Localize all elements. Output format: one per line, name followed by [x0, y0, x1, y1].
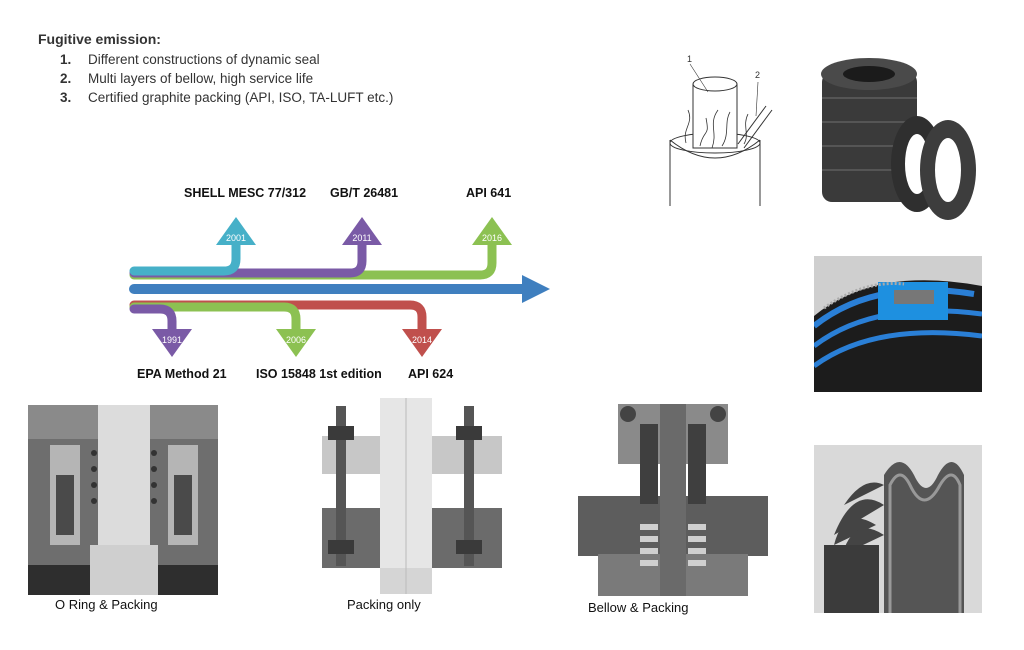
section-heading: Fugitive emission: [38, 31, 161, 47]
graphite-packing-rings-image [821, 58, 976, 220]
caption-oring-packing: O Ring & Packing [55, 597, 158, 612]
arrow-up-2011 [342, 217, 382, 245]
branch-2016 [129, 236, 497, 280]
diagram-label-1: 1 [687, 54, 692, 64]
feature-list: 1.Different constructions of dynamic sea… [60, 50, 393, 107]
branch-2011 [129, 236, 367, 278]
caption-bellow-packing: Bellow & Packing [588, 600, 689, 615]
diagram-label-2: 2 [755, 70, 760, 80]
packing-only-section-image [322, 398, 502, 594]
arrow-down-2006 [276, 329, 316, 357]
standard-label: API 641 [466, 186, 512, 200]
branch-1991 [129, 304, 177, 336]
arrow-up-2001 [216, 217, 256, 245]
standard-label: SHELL MESC 77/312 [184, 186, 307, 200]
main-arrow-head [522, 275, 550, 303]
blue-seal-image [814, 256, 982, 392]
year-2016: 2016 [482, 233, 502, 243]
oring-packing-section-image [28, 405, 218, 595]
arrow-down-2014 [402, 329, 442, 357]
list-item: 3.Certified graphite packing (API, ISO, … [60, 90, 394, 105]
list-item: 2.Multi layers of bellow, high service l… [60, 71, 314, 86]
leakage-path-diagram: 1 2 [669, 54, 773, 206]
standard-label: ISO 15848 1st edition [256, 367, 382, 381]
standards-timeline: 2001 2011 2016 1991 2006 2014 [129, 217, 550, 357]
year-2011: 2011 [352, 233, 371, 243]
standard-label: GB/T 26481 [330, 186, 399, 200]
list-item: 1.Different constructions of dynamic sea… [60, 52, 320, 67]
arrow-up-2016 [472, 217, 512, 245]
branch-2006 [129, 302, 301, 336]
bellow-packing-section-image [578, 404, 768, 596]
year-2014: 2014 [412, 335, 432, 345]
arrow-down-1991 [152, 329, 192, 357]
branch-2001 [129, 236, 241, 276]
standard-label: EPA Method 21 [137, 367, 227, 381]
caption-packing-only: Packing only [347, 597, 421, 612]
year-1991: 1991 [162, 335, 182, 345]
branch-2014 [129, 300, 427, 336]
standard-label: API 624 [408, 367, 454, 381]
year-2001: 2001 [226, 233, 246, 243]
year-2006: 2006 [286, 335, 306, 345]
metal-bellow-image [814, 445, 982, 613]
